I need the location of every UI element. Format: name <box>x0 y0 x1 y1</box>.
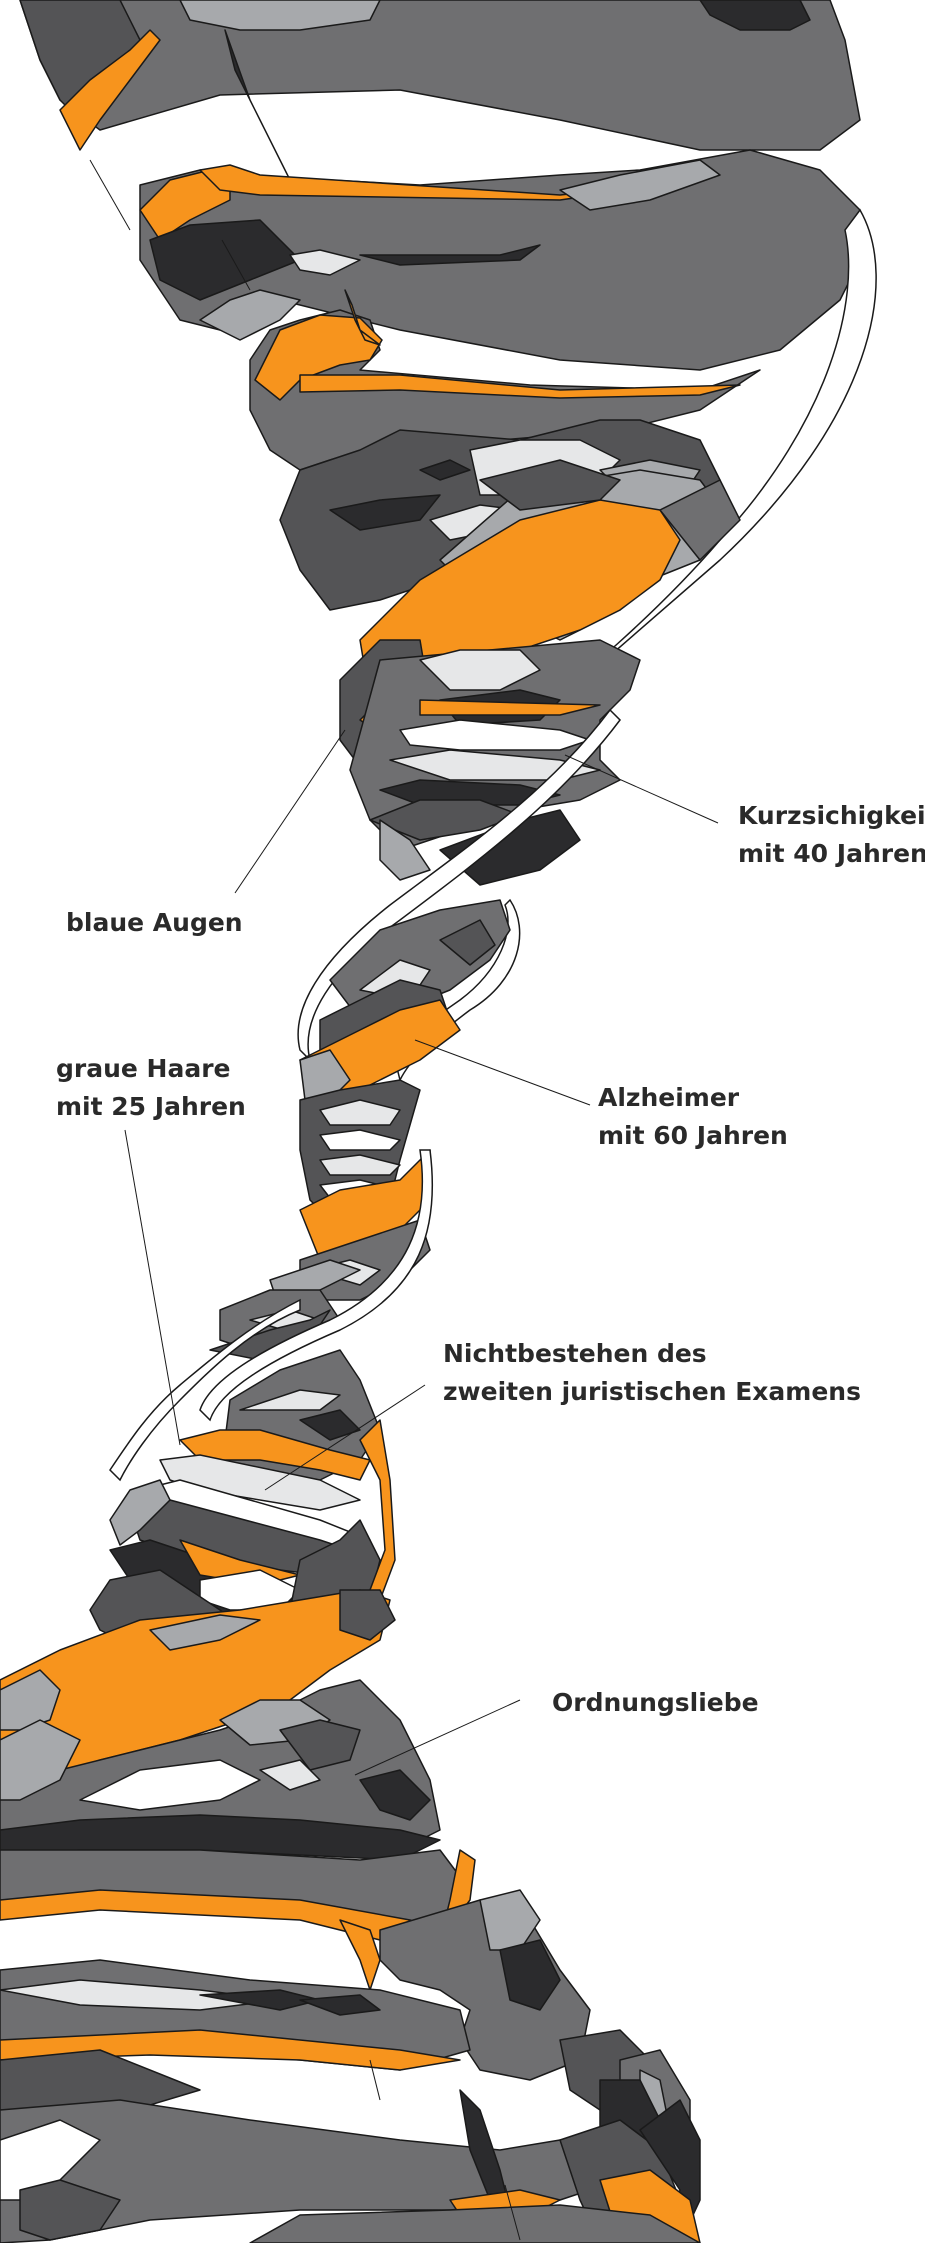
pointer-graue-haare <box>125 1130 180 1445</box>
label-alzheimer-line2: mit 60 Jahren <box>598 1117 788 1155</box>
helix-narrow-middle <box>210 900 510 1360</box>
pointer-alzheimer <box>415 1040 590 1105</box>
label-examen-line2: zweiten juristischen Examens <box>443 1373 861 1411</box>
label-graue-haare-line2: mit 25 Jahren <box>56 1088 246 1126</box>
label-kurzsichtigkeit-line1: Kurzsichigkeit <box>738 797 925 835</box>
label-kurzsichtigkeit-line2: mit 40 Jahren <box>738 835 925 873</box>
label-ordnung: Ordnungsliebe <box>552 1684 759 1722</box>
label-ordnung-line1: Ordnungsliebe <box>552 1684 759 1722</box>
label-examen: Nichtbestehen des zweiten juristischen E… <box>443 1335 861 1411</box>
label-blaue-augen-line1: blaue Augen <box>66 904 243 942</box>
label-examen-line1: Nichtbestehen des <box>443 1335 861 1373</box>
helix-bottom-section <box>0 1890 700 2243</box>
label-alzheimer: Alzheimer mit 60 Jahren <box>598 1079 788 1155</box>
pointer-blaue-augen <box>235 730 345 893</box>
label-kurzsichtigkeit: Kurzsichigkeit mit 40 Jahren <box>738 797 925 873</box>
label-alzheimer-line1: Alzheimer <box>598 1079 788 1117</box>
label-blaue-augen: blaue Augen <box>66 904 243 942</box>
label-graue-haare: graue Haare mit 25 Jahren <box>56 1050 246 1126</box>
label-graue-haare-line1: graue Haare <box>56 1050 246 1088</box>
